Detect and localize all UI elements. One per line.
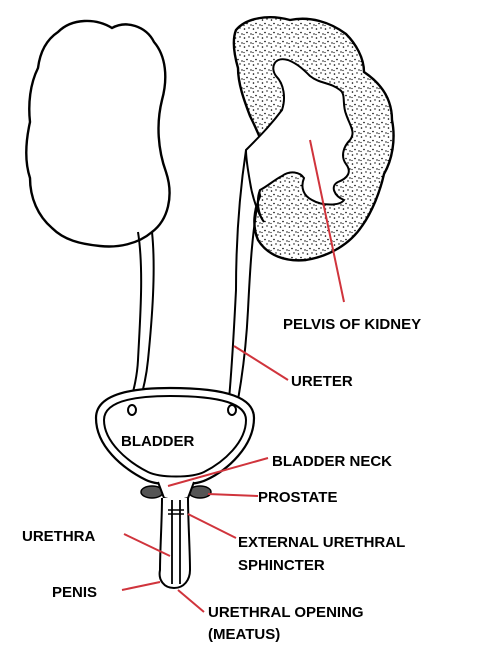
opening-leader bbox=[178, 590, 204, 612]
label-urethra: URETHRA bbox=[22, 528, 95, 545]
sphincter-leader bbox=[188, 514, 236, 538]
label-sphincter-line2: SPHINCTER bbox=[238, 557, 325, 574]
label-prostate: PROSTATE bbox=[258, 489, 337, 506]
left-ureter bbox=[128, 232, 141, 410]
label-urethral-opening-line1: URETHRAL OPENING bbox=[208, 604, 364, 621]
penis-leader bbox=[122, 582, 160, 590]
left-kidney bbox=[26, 21, 169, 247]
label-penis: PENIS bbox=[52, 584, 97, 601]
label-bladder: BLADDER bbox=[121, 433, 194, 450]
prostate-leader bbox=[208, 494, 258, 496]
penis bbox=[160, 498, 190, 588]
label-urethral-opening-line2: (MEATUS) bbox=[208, 626, 280, 643]
label-ureter: URETER bbox=[291, 373, 353, 390]
label-pelvis-of-kidney: PELVIS OF KIDNEY bbox=[283, 316, 421, 333]
label-sphincter-line1: EXTERNAL URETHRAL bbox=[238, 534, 405, 551]
label-bladder-neck: BLADDER NECK bbox=[272, 453, 392, 470]
